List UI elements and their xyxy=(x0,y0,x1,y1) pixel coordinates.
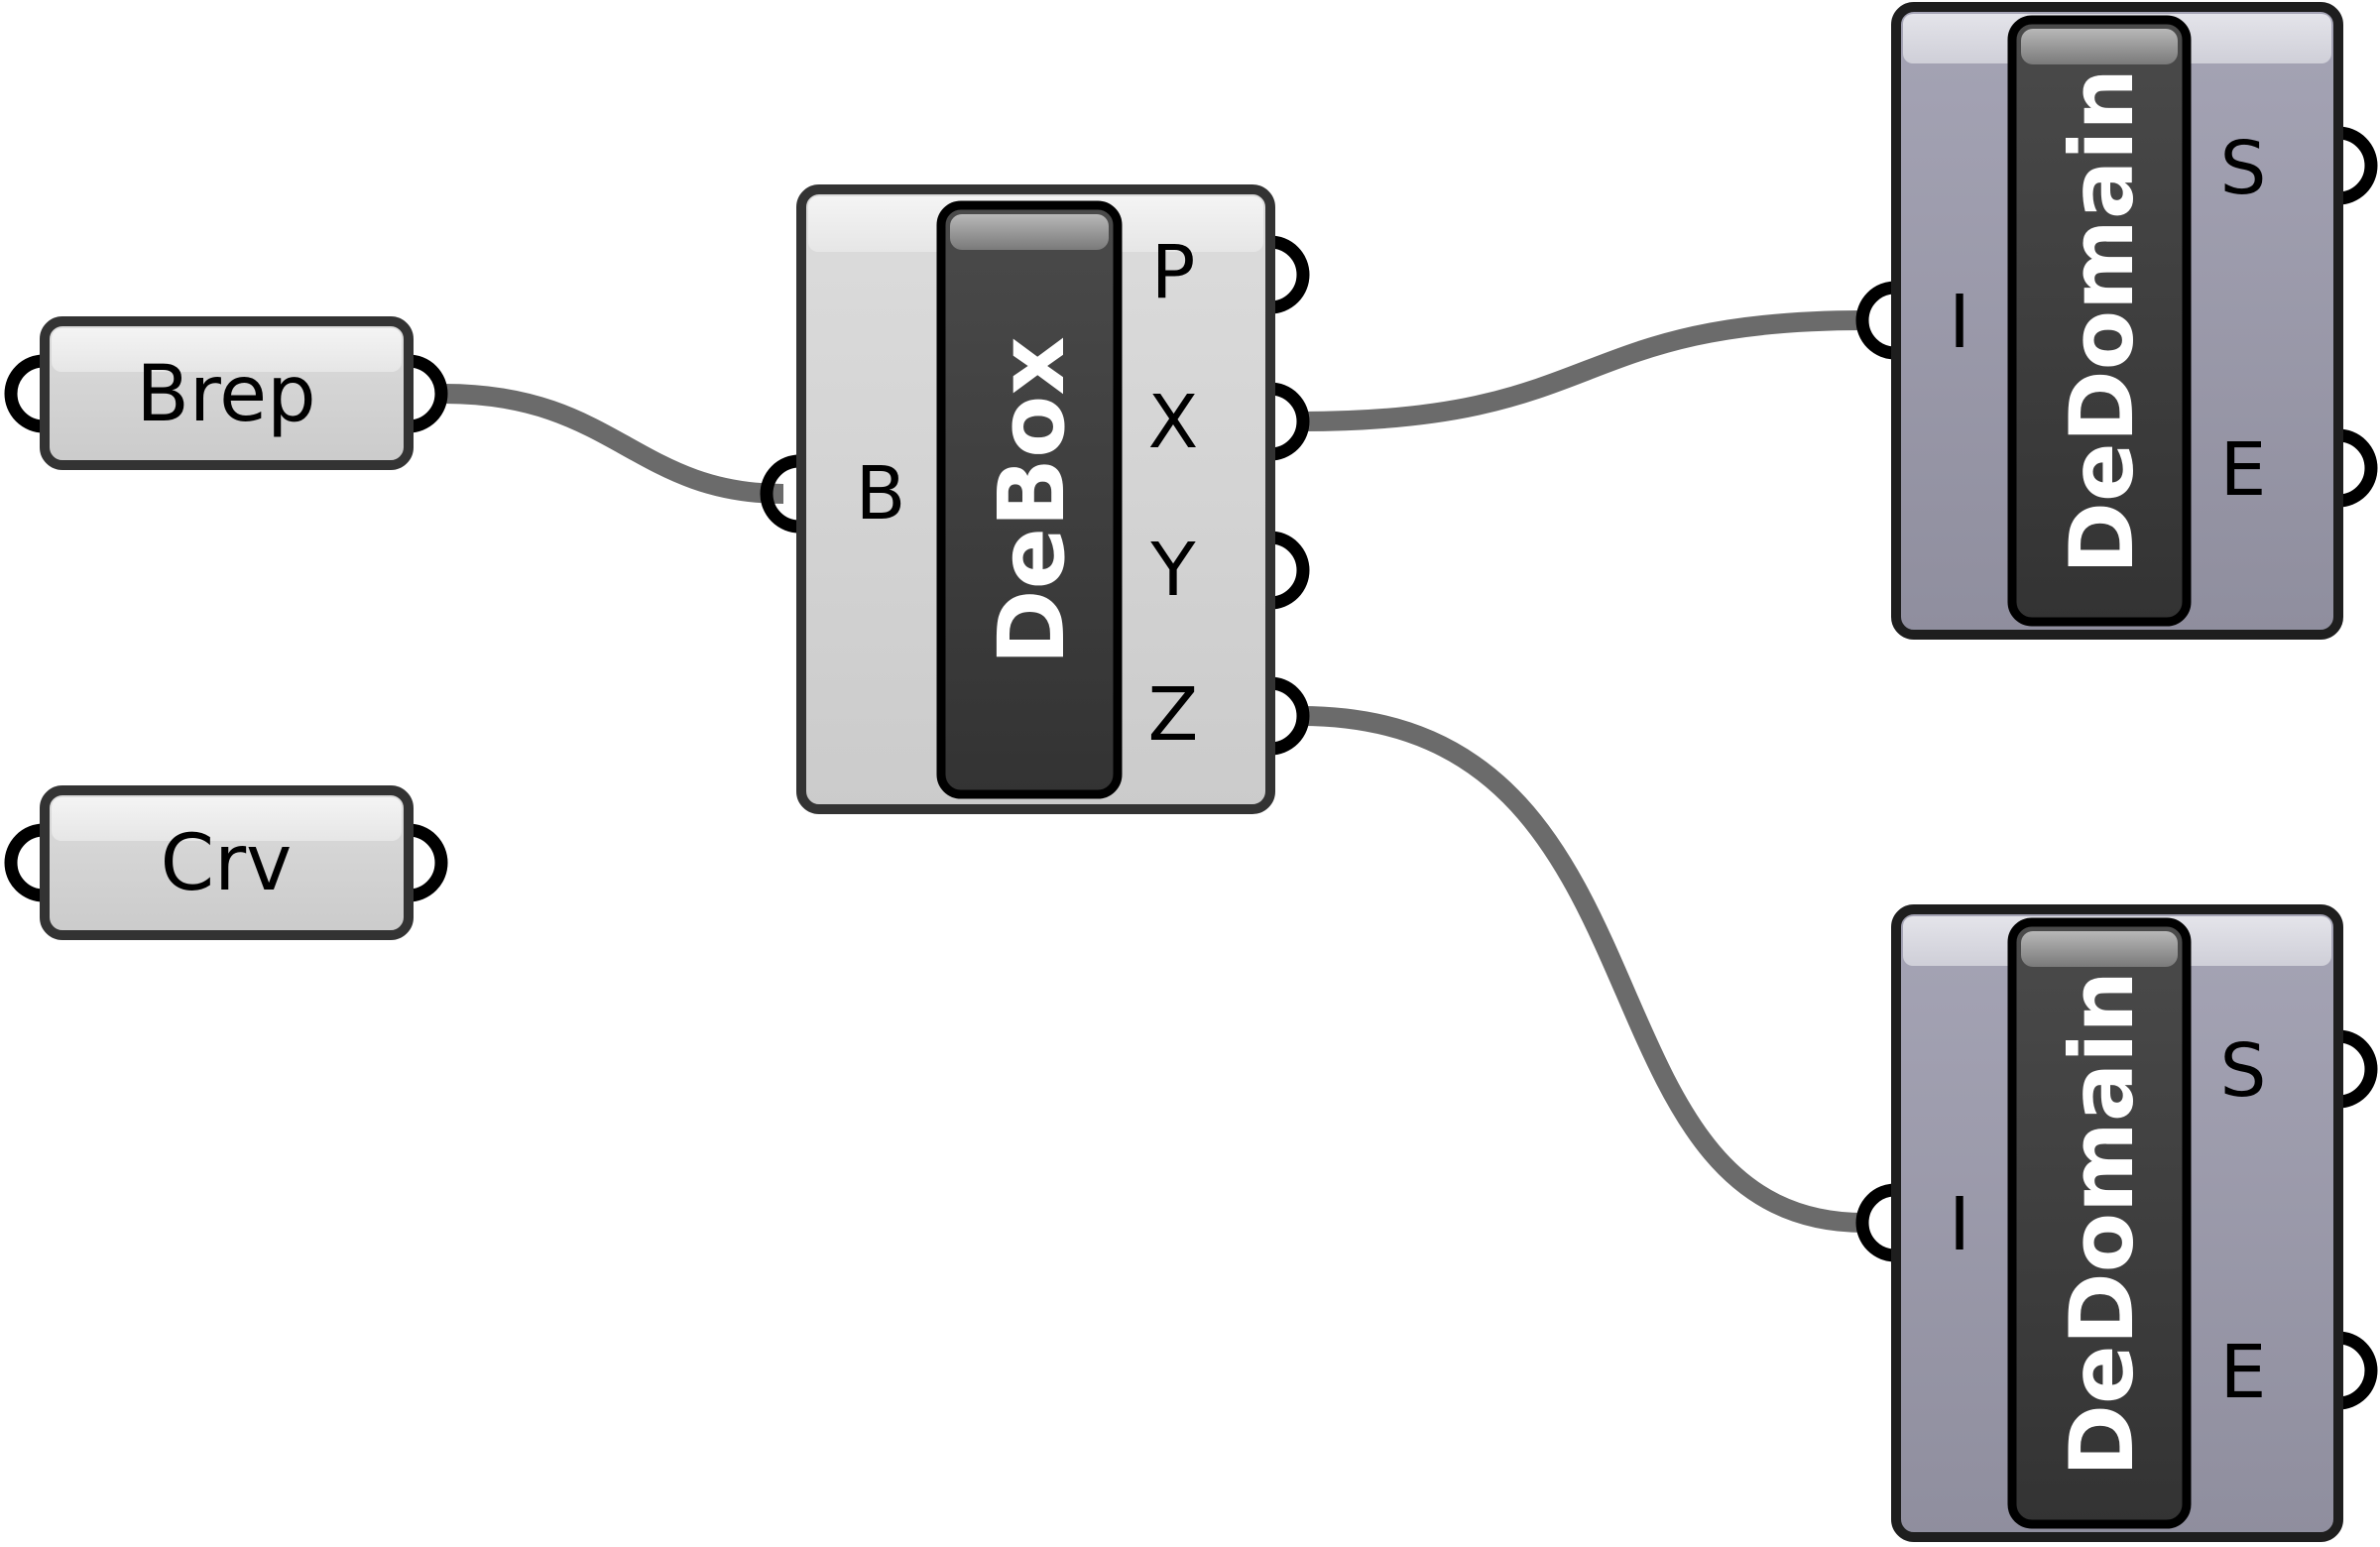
debox-output-label-p: P xyxy=(1151,230,1196,315)
brep-highlight xyxy=(52,328,402,372)
brep-label: Brep xyxy=(136,350,315,439)
debox-component[interactable]: DeBox B P X Y Z xyxy=(760,184,1310,814)
wires xyxy=(443,310,1865,1233)
dedomain-top-title-panel xyxy=(2007,15,2192,627)
dedomain-top-title: DeDomain xyxy=(2051,68,2153,574)
dedomain-top-output-port-s[interactable] xyxy=(2337,126,2378,205)
crv-input-port[interactable] xyxy=(4,823,45,902)
dedomain-top-input-port-i[interactable] xyxy=(1855,281,1896,360)
dedomain-bottom-output-port-e[interactable] xyxy=(2337,1331,2378,1410)
debox-output-port-y[interactable] xyxy=(1269,531,1310,610)
debox-input-label-b: B xyxy=(856,451,906,536)
dedomain-bottom-input-label-i: I xyxy=(1949,1182,1970,1267)
dedomain-top-output-label-s: S xyxy=(2220,126,2267,211)
dedomain-bottom-title: DeDomain xyxy=(2051,971,2153,1477)
dedomain-top-title-panel-gloss xyxy=(2021,29,2178,64)
dedomain-top-output-label-e: E xyxy=(2220,427,2267,513)
brep-param[interactable]: Brep xyxy=(4,316,448,470)
crv-label: Crv xyxy=(161,819,293,908)
dedomain-bottom-output-label-e: E xyxy=(2220,1330,2267,1415)
wire-debox-x-to-dedomain-top-i[interactable] xyxy=(1300,310,1865,431)
dedomain-bottom-input-port-i[interactable] xyxy=(1855,1183,1896,1262)
debox-output-port-x[interactable] xyxy=(1269,382,1310,461)
wire-brep-to-debox-b[interactable] xyxy=(443,384,784,504)
debox-output-port-z[interactable] xyxy=(1269,676,1310,756)
crv-param[interactable]: Crv xyxy=(4,785,448,940)
debox-input-port-b[interactable] xyxy=(760,454,800,534)
crv-output-port[interactable] xyxy=(408,823,448,902)
debox-output-label-x: X xyxy=(1148,380,1199,465)
debox-title-panel-gloss xyxy=(950,214,1109,250)
dedomain-bottom-title-panel-gloss xyxy=(2021,931,2178,967)
dedomain-top-input-label-i: I xyxy=(1949,280,1970,365)
brep-input-port[interactable] xyxy=(4,354,45,433)
debox-output-label-y: Y xyxy=(1149,528,1196,613)
dedomain-top-output-port-e[interactable] xyxy=(2337,428,2378,508)
crv-highlight xyxy=(52,797,402,841)
brep-output-port[interactable] xyxy=(408,354,448,433)
wire-debox-z-to-dedomain-bottom-i[interactable] xyxy=(1300,706,1865,1233)
debox-title-panel xyxy=(936,200,1123,799)
dedomain-top-component[interactable]: DeDomain I S E xyxy=(1855,2,2378,640)
dedomain-bottom-title-panel xyxy=(2007,917,2192,1529)
dedomain-bottom-output-label-s: S xyxy=(2220,1028,2267,1114)
dedomain-bottom-component[interactable]: DeDomain I S E xyxy=(1855,904,2378,1542)
debox-title: DeBox xyxy=(979,336,1085,664)
dedomain-bottom-output-port-s[interactable] xyxy=(2337,1029,2378,1109)
debox-output-label-z: Z xyxy=(1148,672,1199,758)
debox-output-port-p[interactable] xyxy=(1269,235,1310,314)
